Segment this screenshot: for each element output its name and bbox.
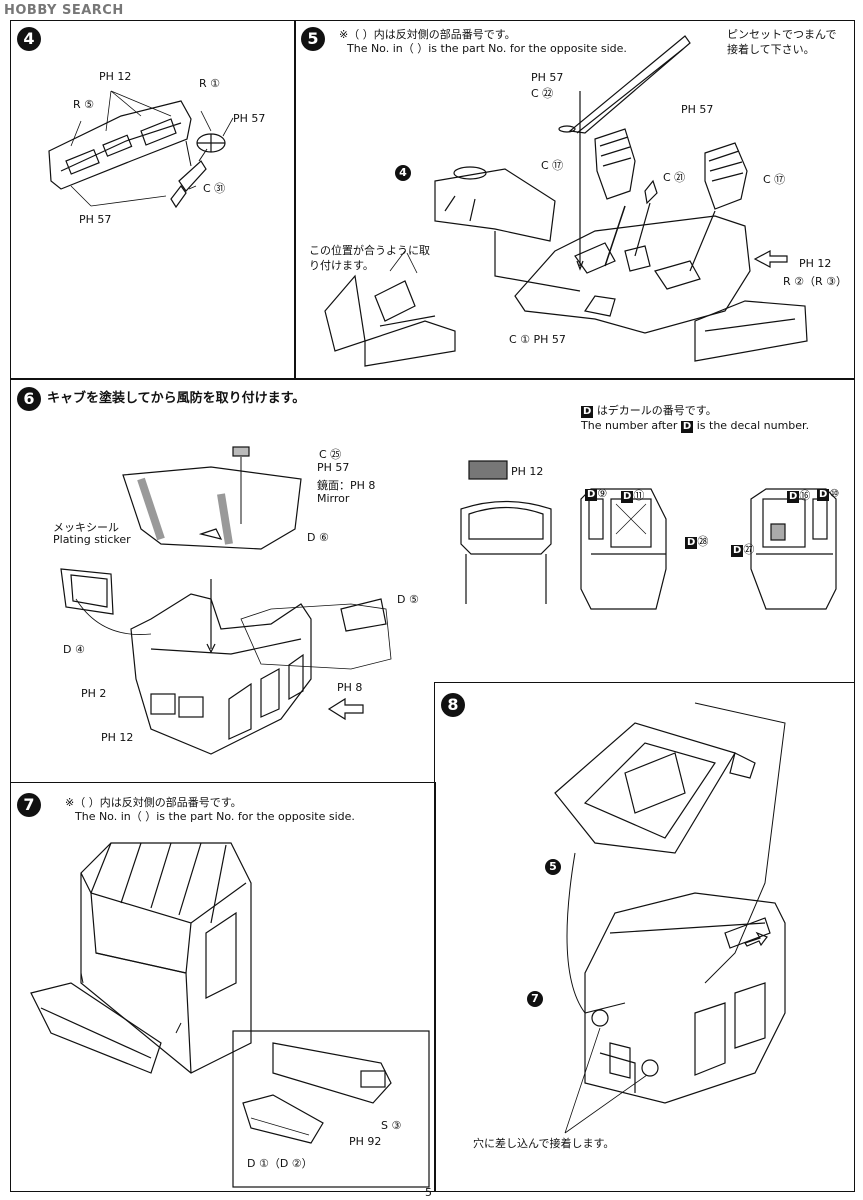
step5-label-c1-ph57: C ① PH 57 — [509, 333, 566, 346]
step5-panel: 5 ※（ ）内は反対側の部品番号です。 The No. in（ ）is the … — [294, 20, 855, 380]
step7-cab-bumper-illustration — [30, 842, 430, 1188]
step6-label-d4: D ④ — [63, 643, 85, 656]
step6-windshield-cab-illustration — [60, 446, 552, 755]
decal-mark-icon-en: D — [680, 421, 694, 433]
step7-label-d1-d2: D ①（D ②） — [247, 1157, 313, 1170]
step5-label-r2-r3: R ②（R ③） — [783, 275, 848, 288]
step6-label-ph12-swatch: PH 12 — [511, 465, 544, 478]
step4-panel: 4 PH 12 R ① R ⑤ PH 57 C ㉛ PH 57 — [10, 20, 296, 380]
step5-label-ph12: PH 12 — [799, 257, 832, 270]
decal-d16-mark: D — [787, 491, 800, 503]
step6-label-d6: D ⑥ — [307, 531, 329, 544]
step5-label-ph57-top: PH 57 — [531, 71, 564, 84]
step4-label-r5: R ⑤ — [73, 98, 95, 111]
decal-d9-mark: D — [585, 489, 598, 501]
step6-label-ph8: PH 8 — [337, 681, 363, 694]
decal-d10-mark: D — [817, 489, 830, 501]
decal-mark-icon: D — [581, 406, 594, 418]
step6-label-ph12: PH 12 — [101, 731, 134, 744]
step4-label-c31: C ㉛ — [203, 182, 226, 195]
step5-tweezers-note: ピンセットでつまんで接着して下さい。 — [727, 28, 837, 56]
decal-note-en-pre: The number after — [581, 419, 678, 432]
step5-seat-assembly-illustration — [324, 35, 808, 367]
step8-panel: 8 5 7 穴に差し込んで接着します。 — [434, 682, 855, 1192]
step6-label-d5: D ⑤ — [397, 593, 419, 606]
step7-panel: 7 ※（ ）内は反対側の部品番号です。 The No. in（ ）is the … — [10, 782, 436, 1192]
watermark-logo: HOBBY SEARCH — [4, 3, 124, 18]
step4-dashboard-illustration — [48, 90, 234, 209]
step8-ref-step7: 7 — [527, 991, 543, 1007]
decal-d10-num: ⑩ — [829, 487, 840, 500]
step5-note-en: The No. in（ ）is the part No. for the opp… — [347, 42, 627, 55]
step5-label-c22: C ㉒ — [531, 87, 554, 100]
step6-label-mirror-en: Mirror — [317, 492, 350, 505]
step6-decal-note-en: The number after D is the decal number. — [581, 418, 809, 433]
step6-decal-note-jp: D はデカールの番号です。 — [581, 403, 717, 418]
decal-note-jp-text: はデカールの番号です。 — [596, 404, 717, 417]
decal-d11-num: ⑪ — [633, 489, 645, 502]
page-number: 5 — [425, 1186, 432, 1199]
step4-label-ph12: PH 12 — [99, 70, 132, 83]
step6-number: 6 — [17, 387, 41, 411]
step7-label-ph92: PH 92 — [349, 1135, 382, 1148]
step5-label-c17-left: C ⑰ — [541, 159, 564, 172]
decal-d27-mark: D — [731, 545, 744, 557]
step5-label-c17-right: C ⑰ — [763, 173, 786, 186]
step8-ref-step5: 5 — [545, 859, 561, 875]
mirror-jp-text: 鏡面： — [317, 479, 350, 492]
step7-number: 7 — [17, 793, 41, 817]
decal-d28-num: ㉘ — [697, 535, 709, 548]
decal-d9-num: ⑨ — [597, 487, 608, 500]
step4-label-ph57-right: PH 57 — [233, 112, 266, 125]
step5-label-ph57-seats: PH 57 — [681, 103, 714, 116]
step5-note-jp: ※（ ）内は反対側の部品番号です。 — [339, 28, 516, 41]
step5-number: 5 — [301, 27, 325, 51]
step6-title: キャブを塗装してから風防を取り付けます。 — [47, 391, 306, 406]
step6-label-c25: C ㉕ — [319, 448, 342, 461]
decal-note-en-post: is the decal number. — [696, 419, 810, 432]
step5-fit-note: この位置が合うように取り付けます。 — [309, 244, 430, 272]
decal-d28-mark: D — [685, 537, 698, 549]
step5-label-c21: C ㉑ — [663, 171, 686, 184]
step6-label-plating-en: Plating sticker — [53, 533, 131, 546]
step6-panel: 6 キャブを塗装してから風防を取り付けます。 D はデカールの番号です。 The… — [10, 378, 855, 783]
step7-label-s3: S ③ — [381, 1119, 402, 1132]
step4-number: 4 — [17, 27, 41, 51]
step8-number: 8 — [441, 693, 465, 717]
decal-d11-mark: D — [621, 491, 634, 503]
step6-label-ph57: PH 57 — [317, 461, 350, 474]
step8-final-assembly-illustration — [554, 702, 786, 1134]
step6-label-mirror-jp: 鏡面：PH 8 — [317, 477, 375, 493]
step6-label-plating-jp: メッキシール — [53, 521, 119, 534]
step8-insert-note: 穴に差し込んで接着します。 — [473, 1137, 615, 1150]
step6-cab-sides-decal-illustration — [580, 488, 837, 610]
step4-label-ph57-bottom: PH 57 — [79, 213, 112, 226]
step7-note-en: The No. in（ ）is the part No. for the opp… — [75, 810, 355, 823]
step5-ref-step4: 4 — [395, 165, 411, 181]
mirror-ph8: PH 8 — [350, 479, 376, 492]
step6-label-ph2: PH 2 — [81, 687, 107, 700]
step4-label-r1: R ① — [199, 77, 221, 90]
decal-d16-num: ⑯ — [799, 489, 811, 502]
step7-note-jp: ※（ ）内は反対側の部品番号です。 — [65, 796, 242, 809]
decal-d27-num: ㉗ — [743, 543, 755, 556]
